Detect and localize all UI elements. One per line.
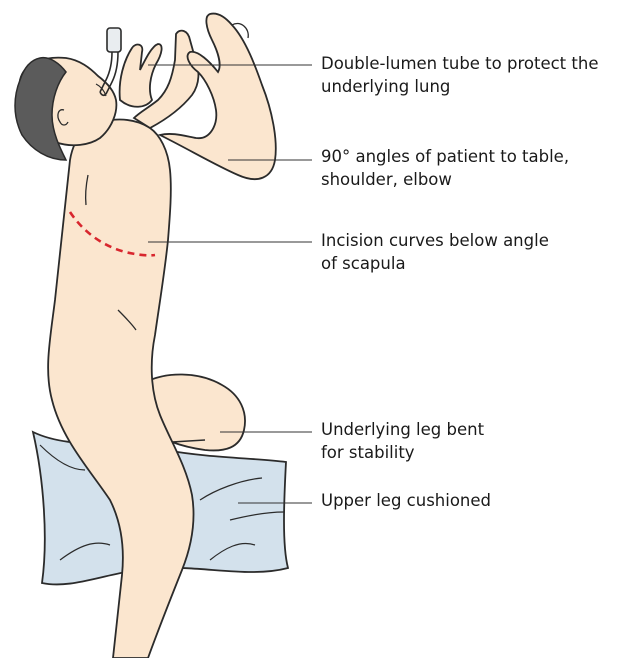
callout-incision-label: Incision curves below angle of scapula: [321, 229, 626, 275]
callout-tube-label: Double-lumen tube to protect the underly…: [321, 52, 626, 98]
callout-lower-leg-label: Underlying leg bent for stability: [321, 418, 626, 464]
callout-angles-label: 90° angles of patient to table, shoulder…: [321, 145, 626, 191]
double-lumen-tube-icon: [100, 28, 121, 95]
callout-upper-leg-label: Upper leg cushioned: [321, 489, 626, 512]
